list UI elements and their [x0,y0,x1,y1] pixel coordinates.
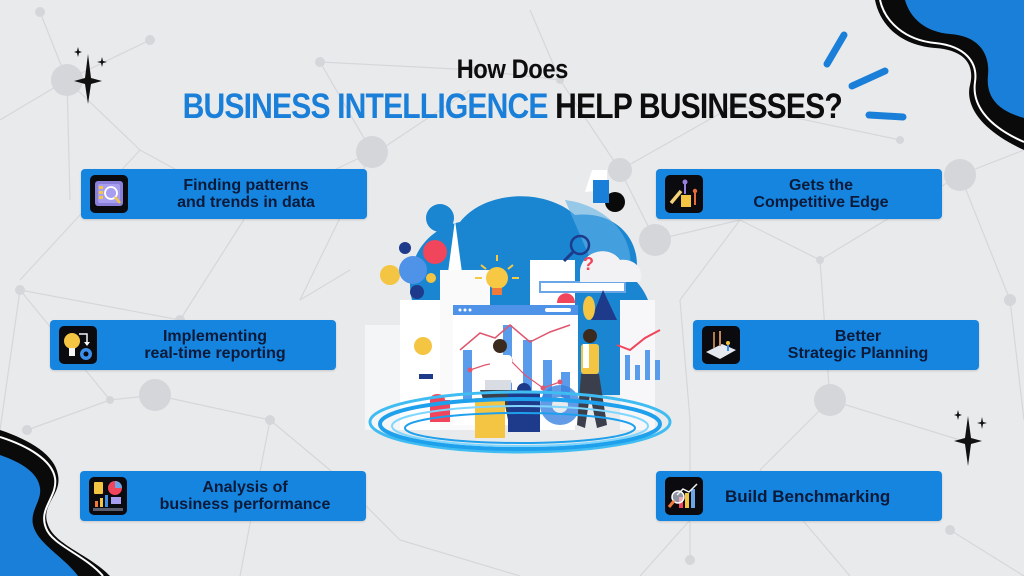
page-title: How Does BUSINESS INTELLIGENCE HELP BUSI… [0,54,1024,127]
title-line-2: BUSINESS INTELLIGENCE HELP BUSINESSES? [182,87,843,127]
title-accent: BUSINESS INTELLIGENCE [182,87,548,126]
card-label: Gets the Competitive Edge [753,177,889,211]
chart-magnifier-icon [665,477,703,515]
sparkle-icon-top-left [74,47,107,104]
sparkle-icon-bottom-right [954,410,987,466]
card-business-performance: Analysis of business performance [80,471,366,521]
svg-text:?: ? [583,254,594,274]
corner-blob-top-right [875,0,1024,150]
analytics-dashboard-icon [89,477,127,515]
card-competitive-edge: Gets the Competitive Edge [656,169,942,219]
card-label: Finding patterns and trends in data [177,177,315,211]
card-label: Better Strategic Planning [787,328,929,362]
corner-blob-bottom-left [0,430,110,576]
team-trophy-icon [665,175,703,213]
lightbulb-gear-icon [59,326,97,364]
card-benchmarking: Build Benchmarking [656,471,942,521]
card-label: Build Benchmarking [725,486,891,506]
card-finding-patterns: Finding patterns and trends in data [81,169,367,219]
lightbulb-icon [475,255,519,295]
strategy-board-icon [702,326,740,364]
card-label: Analysis of business performance [159,479,331,513]
hero-illustration: ? [365,170,672,454]
decorative-dashes [823,31,907,121]
data-search-icon [90,175,128,213]
magnifier-question-icon: ? [562,234,594,274]
card-strategic-planning: Better Strategic Planning [693,320,979,370]
card-realtime-reporting: Implementing real-time reporting [50,320,336,370]
title-rest: HELP BUSINESSES? [554,87,843,126]
title-line-1: How Does [456,54,568,84]
card-label: Implementing real-time reporting [144,328,286,362]
logo-mark-icon [585,170,625,212]
